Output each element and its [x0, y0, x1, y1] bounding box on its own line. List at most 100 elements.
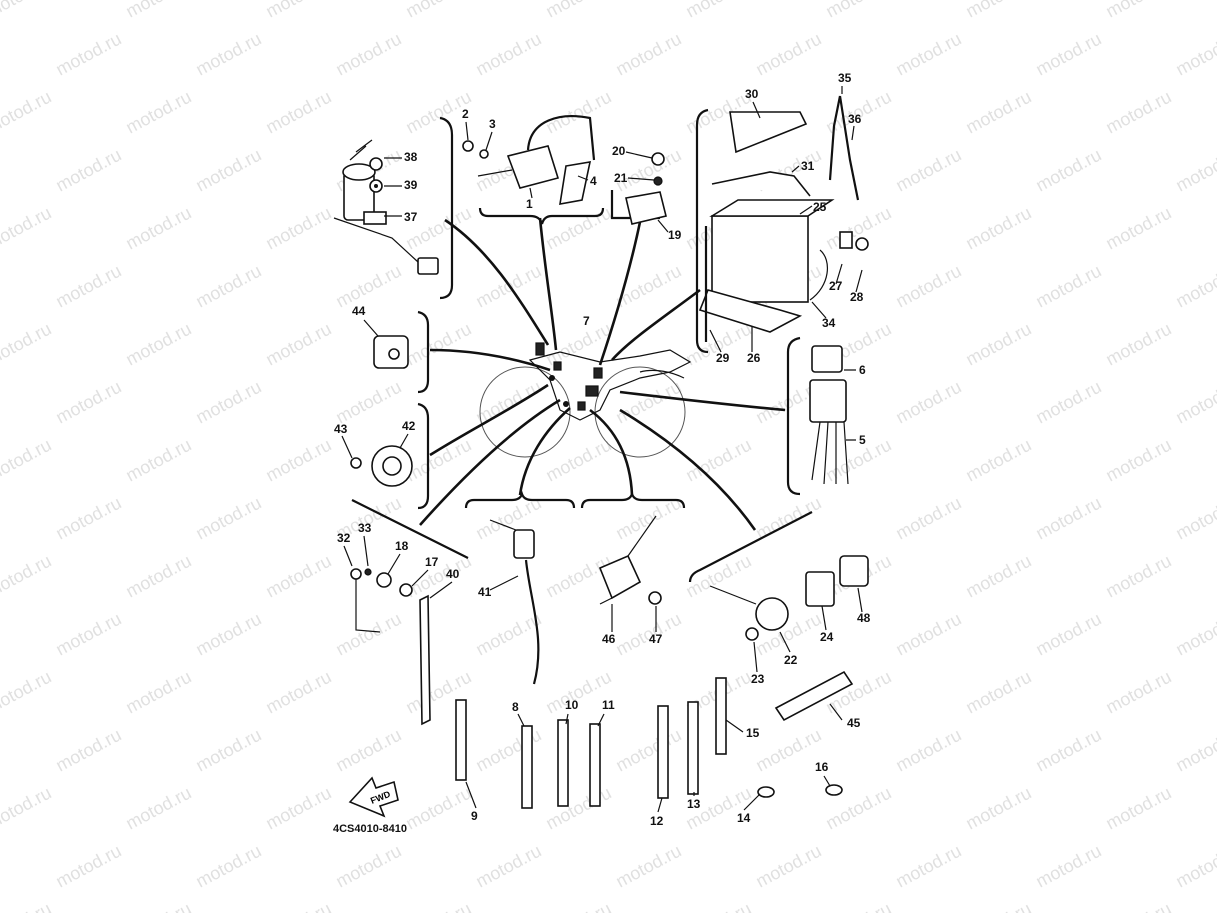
fwd-arrow-icon: FWD — [348, 776, 399, 818]
watermark-text: motod.ru — [122, 435, 194, 486]
watermark-text: motod.ru — [52, 841, 124, 892]
callout-38: 38 — [404, 150, 418, 164]
callout-44: 44 — [352, 304, 366, 318]
callout-37: 37 — [404, 210, 418, 224]
callout-24: 24 — [820, 630, 834, 644]
watermark-text: motod.ru — [892, 261, 964, 312]
watermark-text: motod.ru — [612, 29, 684, 80]
cable-ties — [455, 677, 843, 809]
watermark-text: motod.ru — [472, 377, 544, 428]
watermark-text: motod.ru — [962, 899, 1034, 913]
watermark-text: motod.ru — [892, 493, 964, 544]
watermark-text: motod.ru — [1172, 841, 1217, 892]
watermark-text: motod.ru — [332, 261, 404, 312]
watermark-text: motod.ru — [892, 377, 964, 428]
frame-outline — [479, 342, 692, 458]
watermark-text: motod.ru — [752, 29, 824, 80]
watermark-text: motod.ru — [612, 725, 684, 776]
watermark-text: motod.ru — [192, 725, 264, 776]
watermark-text: motod.ru — [262, 0, 334, 22]
callout-21: 21 — [614, 171, 628, 185]
watermark-text: motod.ru — [192, 493, 264, 544]
callout-27: 27 — [829, 279, 843, 293]
watermark-text: motod.ru — [1172, 493, 1217, 544]
callout-19: 19 — [668, 228, 682, 242]
watermark-text: motod.ru — [962, 783, 1034, 834]
leader-wires — [419, 217, 786, 531]
watermark-text: motod.ru — [682, 899, 754, 913]
watermark-text: motod.ru — [262, 551, 334, 602]
watermark-text: motod.ru — [1172, 377, 1217, 428]
callout-33: 33 — [358, 521, 372, 535]
watermark-text: motod.ru — [542, 899, 614, 913]
watermark-text: motod.ru — [332, 725, 404, 776]
watermark-text: motod.ru — [332, 29, 404, 80]
callout-18: 18 — [395, 539, 409, 553]
watermark-text: motod.ru — [892, 841, 964, 892]
watermark-text: motod.ru — [892, 145, 964, 196]
watermark-text: motod.ru — [192, 377, 264, 428]
callout-46: 46 — [602, 632, 616, 646]
watermark-text: motod.ru — [542, 87, 614, 138]
callout-4: 4 — [590, 174, 597, 188]
callout-23: 23 — [751, 672, 765, 686]
watermark-text: motod.ru — [1102, 0, 1174, 22]
watermark-text: motod.ru — [52, 493, 124, 544]
watermark-text: motod.ru — [1032, 609, 1104, 660]
watermark-text: motod.ru — [262, 435, 334, 486]
watermark-text: motod.ru — [52, 145, 124, 196]
component-22-24-48 — [709, 555, 869, 641]
watermark-text: motod.ru — [892, 29, 964, 80]
watermark-text: motod.ru — [962, 203, 1034, 254]
watermark-text: motod.ru — [1032, 145, 1104, 196]
ignition-coil-assembly — [462, 115, 596, 205]
switch-46 — [598, 515, 662, 605]
callout-5: 5 — [859, 433, 866, 447]
callout-12: 12 — [650, 814, 664, 828]
callout-13: 13 — [687, 797, 701, 811]
watermark-text: motod.ru — [402, 783, 474, 834]
callout-7: 7 — [583, 314, 590, 328]
watermark-text: motod.ru — [1102, 551, 1174, 602]
callout-26: 26 — [747, 351, 761, 365]
watermark-text: motod.ru — [752, 725, 824, 776]
horn-assembly — [350, 445, 413, 487]
callout-1: 1 — [526, 197, 533, 211]
watermark-text: motod.ru — [262, 87, 334, 138]
watermark-text: motod.ru — [892, 609, 964, 660]
watermark-text: motod.ru — [0, 783, 55, 834]
watermark-text: motod.ru — [262, 319, 334, 370]
watermark-text: motod.ru — [1032, 377, 1104, 428]
callout-22: 22 — [784, 653, 798, 667]
watermark-text: motod.ru — [262, 203, 334, 254]
watermark-text: motod.ru — [472, 609, 544, 660]
watermark-text: motod.ru — [1102, 203, 1174, 254]
watermark-text: motod.ru — [262, 899, 334, 913]
watermark-text: motod.ru — [0, 435, 55, 486]
callout-28: 28 — [850, 290, 864, 304]
callout-47: 47 — [649, 632, 663, 646]
watermark-text: motod.ru — [332, 841, 404, 892]
watermark-text: motod.ru — [402, 0, 474, 22]
callouts: 1 2 3 4 5 6 7 8 9 10 11 12 13 14 15 16 1… — [334, 71, 871, 828]
watermark-text: motod.ru — [0, 203, 55, 254]
callout-40: 40 — [446, 567, 460, 581]
watermark-text: motod.ru — [262, 667, 334, 718]
callout-39: 39 — [404, 178, 418, 192]
watermark-text: motod.ru — [402, 899, 474, 913]
callout-32: 32 — [337, 531, 351, 545]
watermark-text: motod.ru — [262, 783, 334, 834]
watermark-text: motod.ru — [822, 899, 894, 913]
watermark-text: motod.ru — [52, 29, 124, 80]
watermark-text: motod.ru — [472, 29, 544, 80]
watermark-text: motod.ru — [192, 609, 264, 660]
watermark-text: motod.ru — [1032, 29, 1104, 80]
watermark-text: motod.ru — [472, 841, 544, 892]
watermark-text: motod.ru — [962, 87, 1034, 138]
watermark-text: motod.ru — [1102, 87, 1174, 138]
callout-2: 2 — [462, 107, 469, 121]
watermark-text: motod.ru — [0, 319, 55, 370]
watermark-text: motod.ru — [192, 841, 264, 892]
